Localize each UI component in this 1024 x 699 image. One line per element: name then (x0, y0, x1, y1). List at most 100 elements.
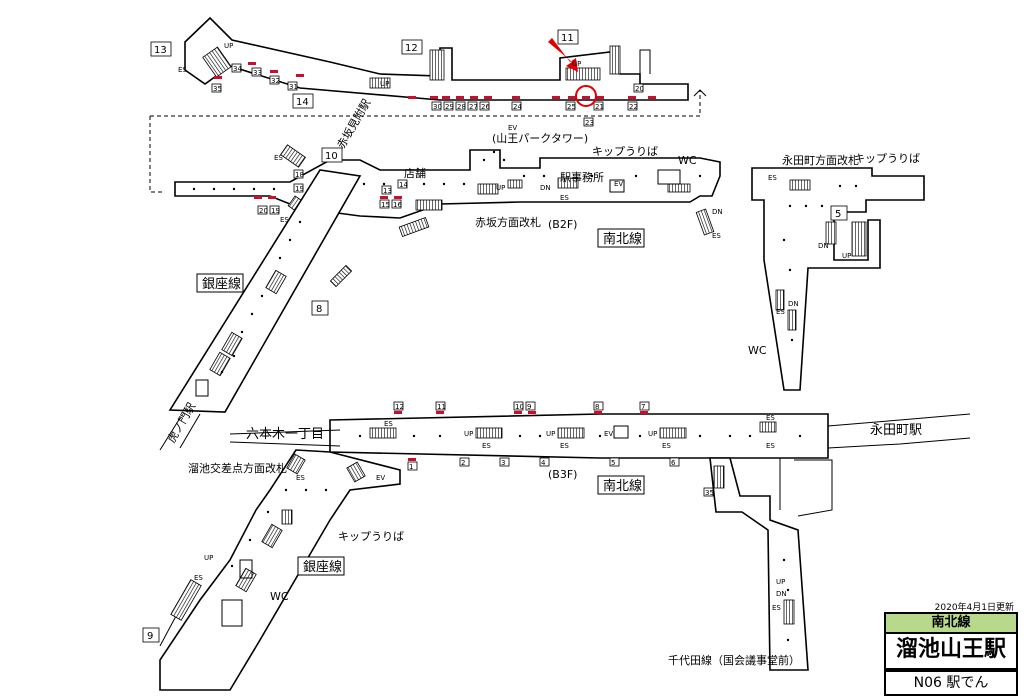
svg-text:31: 31 (289, 83, 298, 91)
top-exit-13[interactable]: 13 (150, 41, 172, 57)
svg-text:UP: UP (572, 60, 581, 68)
line-name: 南北線 (884, 612, 1018, 634)
svg-text:12: 12 (395, 403, 404, 411)
svg-text:ES: ES (768, 174, 777, 182)
wc-label-b2: WC (678, 154, 697, 167)
svg-text:ES: ES (296, 474, 305, 482)
shop-label: 店舗 (404, 166, 426, 180)
svg-text:UP: UP (380, 80, 389, 88)
svg-text:ES: ES (482, 442, 491, 450)
ginza-lower-label: 銀座線 (297, 556, 345, 576)
svg-text:DN: DN (712, 208, 723, 216)
svg-text:4: 4 (541, 459, 546, 467)
chiyoda-corridor: UP DN ES (709, 457, 833, 671)
svg-text:ES: ES (560, 194, 569, 202)
svg-text:南北線: 南北線 (603, 478, 642, 494)
svg-text:EV: EV (614, 180, 623, 188)
svg-text:10: 10 (515, 403, 524, 411)
ginza-lower-platform (159, 449, 401, 691)
svg-text:13: 13 (154, 45, 167, 56)
svg-text:16: 16 (393, 201, 402, 209)
chiyoda-line-label: 千代田線（国会議事堂前） (668, 653, 800, 667)
update-date: 2020年4月1日更新 (934, 603, 1014, 613)
svg-text:UP: UP (464, 430, 473, 438)
svg-text:15: 15 (381, 201, 390, 209)
nagatacho-concourse (751, 167, 925, 391)
svg-text:22: 22 (629, 103, 638, 111)
svg-text:EV: EV (376, 474, 385, 482)
svg-text:銀座線: 銀座線 (202, 276, 241, 292)
b3-markers: ES UP ES UP ES UP ES EV ES ES (384, 414, 775, 450)
svg-text:ES: ES (280, 216, 289, 224)
svg-text:UP: UP (648, 430, 657, 438)
top-markers: UP ES UP UP (178, 42, 581, 88)
svg-text:20: 20 (259, 207, 268, 215)
nagatacho-markers: ES DN UP ES DN (768, 174, 851, 316)
svg-text:UP: UP (776, 578, 785, 586)
svg-text:ES: ES (712, 232, 721, 240)
b2-exit-10[interactable]: 10 (321, 147, 343, 163)
b2-floor-label: (B2F) (548, 218, 577, 231)
svg-text:32: 32 (271, 77, 280, 85)
svg-text:DN: DN (540, 184, 551, 192)
svg-text:UP: UP (496, 184, 505, 192)
top-concourse (149, 16, 707, 193)
top-small-exits: 35 34 33 32 31 30 29 28 27 26 24 25 21 2… (211, 63, 644, 127)
svg-text:11: 11 (437, 403, 446, 411)
svg-text:19: 19 (295, 185, 304, 193)
b3-floor-label: (B3F) (548, 468, 577, 481)
svg-text:ES: ES (772, 604, 781, 612)
svg-text:ES: ES (662, 442, 671, 450)
akasaka-gate-label: 赤坂方面改札 (475, 215, 541, 229)
svg-text:2: 2 (461, 459, 465, 467)
svg-text:28: 28 (457, 103, 466, 111)
top-exit-12[interactable]: 12 (401, 39, 423, 55)
svg-text:34: 34 (233, 65, 242, 73)
ticket-label-b2: キップうりば (592, 145, 658, 158)
tameike-gate-label: 溜池交差点方面改札 (188, 461, 287, 475)
svg-text:ES: ES (560, 442, 569, 450)
akasaka-mitsuke-station: 赤坂見附駅 (334, 96, 374, 151)
svg-text:9: 9 (527, 403, 531, 411)
namboku-b2-label: 南北線 (597, 228, 645, 248)
svg-text:3: 3 (501, 459, 505, 467)
svg-text:EV: EV (604, 430, 613, 438)
ev-label: EV (508, 124, 517, 132)
roppongi-itchome-label: 六本木一丁目 (246, 427, 324, 442)
svg-text:ES: ES (766, 442, 775, 450)
tameike-markers: ES EV UP ES (194, 474, 385, 582)
exit-8[interactable]: 8 (311, 300, 329, 316)
svg-text:13: 13 (383, 187, 392, 195)
svg-text:ES: ES (274, 154, 283, 162)
svg-text:12: 12 (405, 43, 418, 54)
nagatacho-gate-label: 永田町方面改札 (782, 153, 859, 167)
svg-text:7: 7 (641, 403, 645, 411)
svg-text:8: 8 (316, 304, 322, 315)
ticket-label-tameike: キップうりば (338, 530, 404, 543)
ticket-label-nagatacho: キップうりば (854, 152, 920, 165)
nagatacho-station-label: 永田町駅 (870, 423, 922, 438)
exit-9[interactable]: 9 (142, 627, 160, 643)
b2-markers: ES ES UP DN ES DN ES EV (274, 154, 723, 240)
svg-text:5: 5 (611, 459, 615, 467)
top-exit-11[interactable]: 11 (557, 29, 579, 45)
svg-text:8: 8 (595, 403, 599, 411)
svg-text:1: 1 (409, 463, 413, 471)
top-exit-14[interactable]: 14 (292, 93, 314, 109)
svg-text:ES: ES (776, 308, 785, 316)
svg-text:ES: ES (766, 414, 775, 422)
svg-text:11: 11 (561, 33, 574, 44)
svg-text:ES: ES (194, 574, 203, 582)
svg-text:29: 29 (445, 103, 454, 111)
svg-text:19: 19 (271, 207, 280, 215)
svg-text:南北線: 南北線 (603, 231, 642, 247)
station-name: 溜池山王駅 (884, 632, 1018, 670)
svg-text:UP: UP (204, 554, 213, 562)
svg-text:5: 5 (835, 209, 841, 220)
svg-text:26: 26 (481, 103, 490, 111)
svg-text:14: 14 (296, 97, 309, 108)
svg-text:14: 14 (399, 181, 408, 189)
exit-5-top[interactable]: 5 (830, 205, 848, 221)
svg-text:30: 30 (433, 103, 442, 111)
svg-text:24: 24 (513, 103, 522, 111)
